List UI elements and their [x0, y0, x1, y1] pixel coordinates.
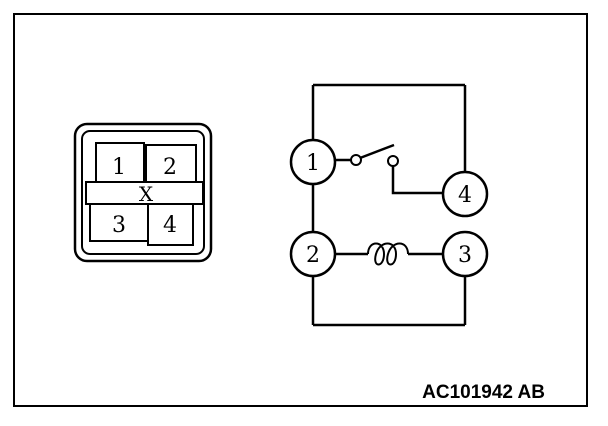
connector-center-bar — [85, 181, 204, 205]
connector-face: 1 2 3 4 X — [73, 122, 213, 263]
terminal-label-2: 2 — [306, 243, 320, 268]
connector-pin-label-1: 1 — [112, 155, 126, 180]
relay-schematic: 1 2 3 4 — [289, 83, 489, 327]
terminal-label-1: 1 — [306, 151, 320, 176]
connector-pin-label-4: 4 — [163, 213, 177, 238]
switch-contact-fixed — [350, 154, 362, 166]
terminal-3 — [441, 230, 489, 278]
terminal-label-4: 4 — [458, 183, 472, 208]
coil-winding — [367, 242, 409, 266]
terminal-4 — [441, 170, 489, 218]
terminal-label-3: 3 — [458, 243, 472, 268]
connector-pin-label-3: 3 — [112, 213, 126, 238]
connector-pin-label-2: 2 — [163, 155, 177, 180]
terminal-1 — [289, 138, 337, 186]
switch-arm — [359, 143, 395, 160]
connector-center-mark: X — [139, 182, 154, 206]
switch-contact-open — [387, 155, 399, 167]
figure-frame — [13, 13, 588, 407]
terminal-2 — [289, 230, 337, 278]
figure-code: AC101942 AB — [422, 382, 545, 403]
switch-lead-right — [391, 166, 443, 195]
